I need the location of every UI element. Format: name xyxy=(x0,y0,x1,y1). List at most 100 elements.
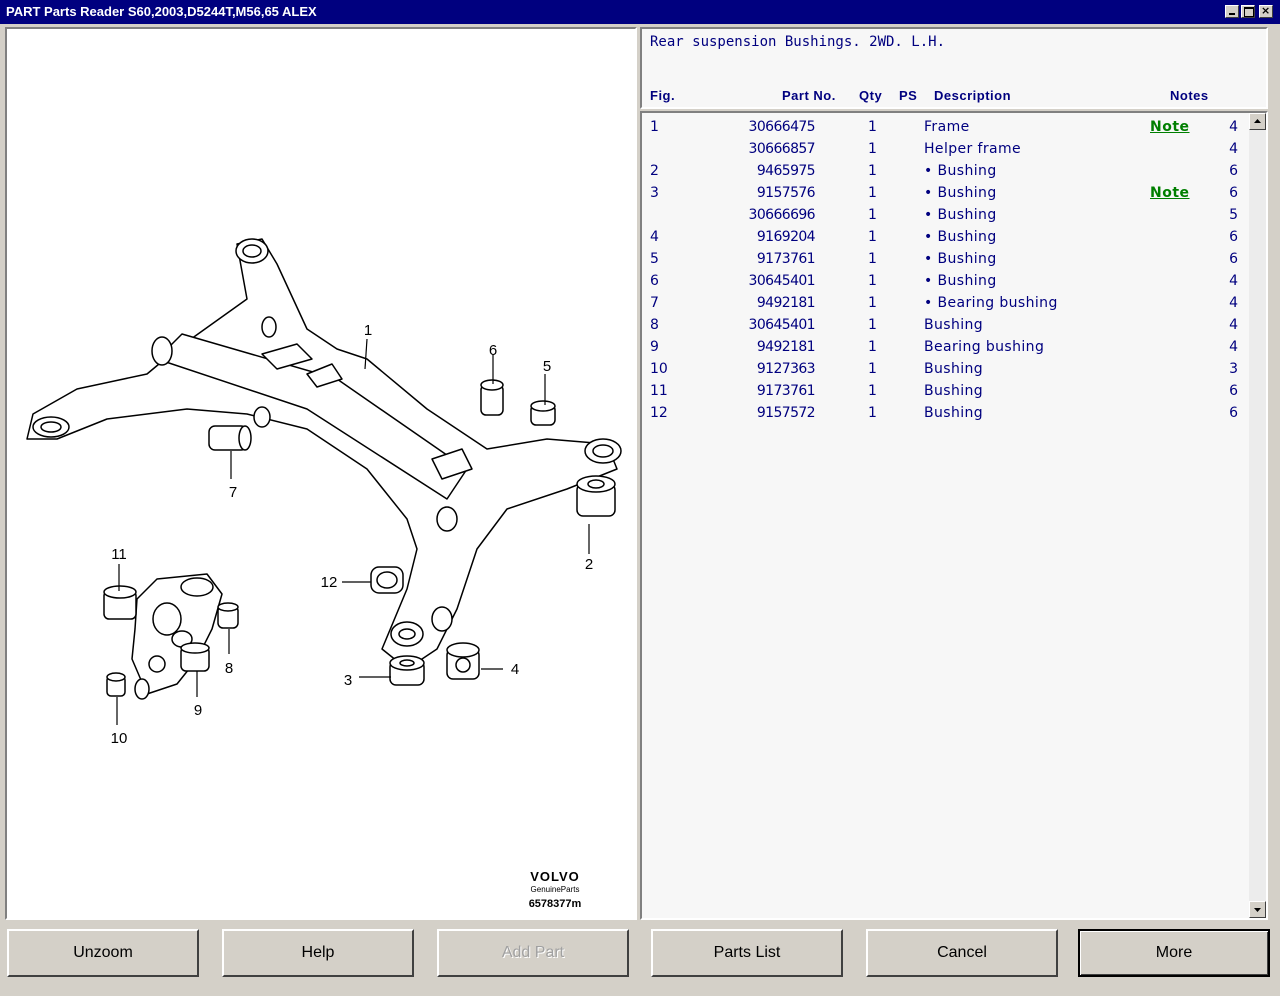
row-fig: 3 xyxy=(650,185,659,201)
row-part-no: 30666696 xyxy=(748,207,816,223)
row-part-no: 9127363 xyxy=(756,361,816,377)
callout-10[interactable]: 10 xyxy=(111,730,128,747)
row-fig: 11 xyxy=(650,383,668,399)
row-part-no: 9157572 xyxy=(756,405,816,421)
callout-9[interactable]: 9 xyxy=(194,702,202,719)
table-row[interactable]: 11 9173761 1 Bushing 6 xyxy=(642,379,1250,401)
callout-7[interactable]: 7 xyxy=(229,484,237,501)
minimize-button[interactable] xyxy=(1225,5,1239,18)
callout-6[interactable]: 6 xyxy=(489,342,497,359)
row-fig: 10 xyxy=(650,361,668,377)
row-count: 3 xyxy=(1229,361,1238,377)
col-header-qty: Qty xyxy=(859,88,883,103)
genuine-parts-text: GenuineParts xyxy=(531,885,580,894)
diagram-panel[interactable]: 1 2 3 4 5 6 7 8 9 10 11 12 VOLVO Genuine… xyxy=(5,27,637,920)
bushing-4 xyxy=(446,642,480,680)
bushing-8 xyxy=(217,602,239,629)
scroll-down-button[interactable] xyxy=(1249,901,1266,918)
callout-11[interactable]: 11 xyxy=(111,546,127,563)
exploded-view-diagram[interactable]: 1 2 3 4 5 6 7 8 9 10 11 12 VOLVO Genuine… xyxy=(7,29,635,918)
bushing-10 xyxy=(106,672,126,697)
parts-header-panel: Rear suspension Bushings. 2WD. L.H. Fig.… xyxy=(640,27,1268,109)
row-fig: 4 xyxy=(650,229,659,245)
row-count: 6 xyxy=(1229,229,1238,245)
row-qty: 1 xyxy=(868,207,877,223)
more-button[interactable]: More xyxy=(1078,929,1270,977)
row-part-no: 30645401 xyxy=(748,317,816,333)
row-fig: 6 xyxy=(650,273,659,289)
row-qty: 1 xyxy=(868,361,877,377)
help-button[interactable]: Help xyxy=(222,929,414,977)
row-count: 5 xyxy=(1229,207,1238,223)
vertical-scrollbar[interactable] xyxy=(1249,113,1266,918)
row-description: Frame xyxy=(924,119,970,135)
row-count: 6 xyxy=(1229,251,1238,267)
row-qty: 1 xyxy=(868,383,877,399)
maximize-button[interactable] xyxy=(1241,5,1255,18)
row-fig: 9 xyxy=(650,339,659,355)
row-fig: 7 xyxy=(650,295,659,311)
bushing-12 xyxy=(370,566,404,594)
row-fig: 8 xyxy=(650,317,659,333)
window-title: PART Parts Reader S60,2003,D5244T,M56,65… xyxy=(6,4,317,19)
row-count: 6 xyxy=(1229,383,1238,399)
row-part-no: 30666475 xyxy=(748,119,816,135)
scroll-up-button[interactable] xyxy=(1249,113,1266,130)
row-qty: 1 xyxy=(868,141,877,157)
parts-list-button[interactable]: Parts List xyxy=(651,929,843,977)
callout-1[interactable]: 1 xyxy=(364,322,372,339)
unzoom-button[interactable]: Unzoom xyxy=(7,929,199,977)
title-bar: PART Parts Reader S60,2003,D5244T,M56,65… xyxy=(0,0,1280,24)
row-count: 4 xyxy=(1229,317,1238,333)
callout-2[interactable]: 2 xyxy=(585,556,593,573)
close-button[interactable]: × xyxy=(1259,4,1273,18)
callout-8[interactable]: 8 xyxy=(225,660,233,677)
row-description: Bushing xyxy=(924,317,984,333)
row-description: • Bushing xyxy=(924,185,997,201)
cancel-button[interactable]: Cancel xyxy=(866,929,1058,977)
row-description: Bearing bushing xyxy=(924,339,1045,355)
row-description: • Bushing xyxy=(924,251,997,267)
bushing-2 xyxy=(576,475,616,517)
row-qty: 1 xyxy=(868,229,877,245)
note-link[interactable]: Note xyxy=(1150,185,1190,201)
row-description: Bushing xyxy=(924,361,984,377)
row-count: 4 xyxy=(1229,119,1238,135)
row-qty: 1 xyxy=(868,339,877,355)
row-fig: 12 xyxy=(650,405,668,421)
callout-5[interactable]: 5 xyxy=(543,358,551,375)
callout-4[interactable]: 4 xyxy=(511,661,519,678)
callout-3[interactable]: 3 xyxy=(344,672,352,689)
row-description: Bushing xyxy=(924,383,984,399)
note-link[interactable]: Note xyxy=(1150,119,1190,135)
row-qty: 1 xyxy=(868,119,877,135)
bushing-6 xyxy=(480,379,504,416)
row-qty: 1 xyxy=(868,295,877,311)
bushing-7 xyxy=(208,425,252,451)
callout-12[interactable]: 12 xyxy=(321,574,338,591)
row-fig: 5 xyxy=(650,251,659,267)
row-part-no: 9173761 xyxy=(756,251,816,267)
row-part-no: 9173761 xyxy=(756,383,816,399)
col-header-description: Description xyxy=(934,88,1012,103)
table-row[interactable]: 10 9127363 1 Bushing 3 xyxy=(642,357,1250,379)
row-count: 6 xyxy=(1229,405,1238,421)
row-count: 4 xyxy=(1229,339,1238,355)
add-part-button[interactable]: Add Part xyxy=(437,929,629,977)
bushing-9 xyxy=(180,642,210,672)
frame-center-plate xyxy=(261,343,313,370)
row-count: 6 xyxy=(1229,163,1238,179)
